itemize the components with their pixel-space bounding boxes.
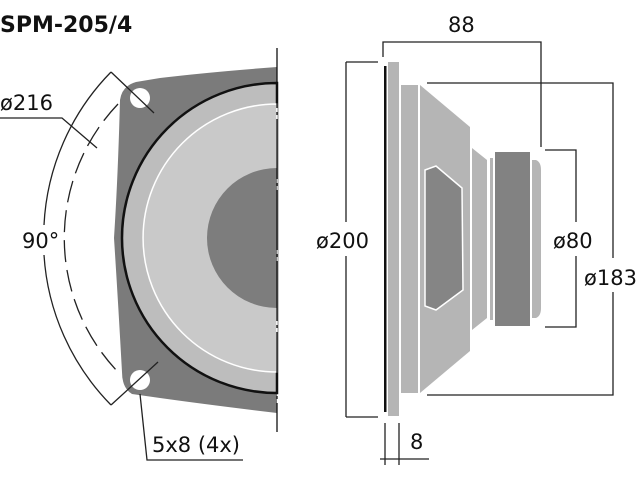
model-title: SPM-205/4 [0,13,132,38]
basket-diameter-bracket-bottom [427,292,614,396]
hole-circle-dashed [63,103,119,373]
outer-diameter-label: ø200 [316,229,369,253]
diameter-216-label: ø216 [0,91,53,115]
magnet [495,152,530,326]
magnet-diameter-label: ø80 [553,229,593,253]
basket-rim [401,85,418,393]
angle-label: 90° [22,229,59,253]
hole-size-label: 5x8 (4x) [152,433,240,457]
angle-line-top [110,71,155,114]
magnet-diameter-bracket-top [545,149,577,222]
mounting-hole-top [130,88,150,108]
spacer-ring [490,158,493,320]
basket-diameter-bracket-top [427,82,614,258]
back-cap [532,160,541,318]
depth-label: 88 [448,13,475,37]
basket-neck [472,148,487,330]
front-view: 90° ø216 5x8 (4x) [0,48,279,461]
basket-window [424,165,464,311]
mounting-hole-bottom [130,370,150,390]
thickness-label: 8 [410,430,423,454]
angle-arc-upper [43,71,112,226]
side-view: 88 ø200 ø80 ø183 8 [316,13,637,465]
dust-cap [207,168,277,308]
angle-line-bottom [110,361,159,406]
magnet-diameter-bracket-bottom [545,256,577,328]
basket-diameter-label: ø183 [584,266,637,290]
hole-size-leader [139,393,243,461]
flange [388,62,399,416]
front-plate [384,66,387,412]
diameter-216-leader [0,117,98,149]
angle-arc-lower [43,254,112,406]
depth-dimension [382,41,542,147]
